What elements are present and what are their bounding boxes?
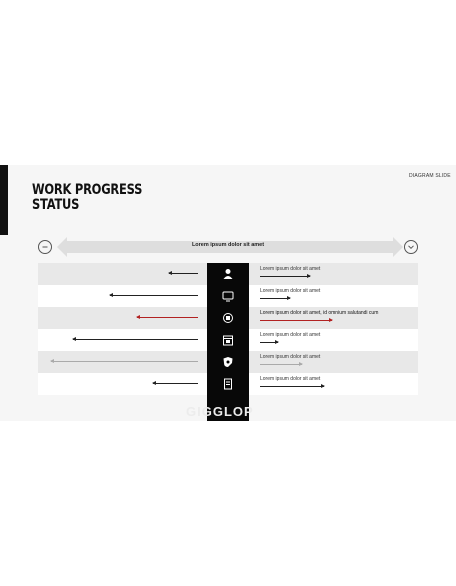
row-2-text: Lorem ipsum dolor sit amet [260, 288, 321, 294]
row-6-text: Lorem ipsum dolor sit amet [260, 376, 321, 382]
expand-button[interactable] [404, 240, 418, 254]
row-2-right-progress-arrow [260, 296, 291, 300]
minus-circle-icon [42, 246, 48, 248]
chevron-down-circle-icon [408, 245, 414, 250]
slide-label: DIAGRAM SLIDE [409, 173, 451, 179]
banner-text: Lorem ipsum dolor sit amet [191, 242, 265, 248]
calendar-icon [223, 335, 233, 346]
row-3-text: Lorem ipsum dolor sit amet, id omnium sa… [260, 310, 379, 316]
row-2-left-progress-arrow [109, 293, 198, 297]
row-5-right-progress-arrow [260, 362, 303, 366]
document-icon [224, 378, 232, 390]
row-4-right-progress-arrow [260, 340, 279, 344]
shield-icon [223, 357, 233, 367]
row-3-right-progress-arrow [260, 318, 333, 322]
side-tab [0, 165, 8, 235]
collapse-button[interactable] [38, 240, 52, 254]
watermark: GIGGLOP [186, 404, 254, 419]
banner-arrow [57, 237, 403, 257]
row-1-left-progress-arrow [168, 271, 198, 275]
row-6-left-progress-arrow [152, 381, 198, 385]
row-5-left-progress-arrow [50, 359, 198, 363]
row-5-text: Lorem ipsum dolor sit amet [260, 354, 321, 360]
monitor-icon [222, 291, 234, 302]
worker-icon [223, 269, 233, 279]
target-icon [223, 313, 233, 323]
row-3-left-progress-arrow [136, 315, 198, 319]
row-1-text: Lorem ipsum dolor sit amet [260, 266, 321, 272]
row-6-right-progress-arrow [260, 384, 325, 388]
page-title: WORK PROGRESS STATUS [32, 182, 143, 213]
row-4-text: Lorem ipsum dolor sit amet [260, 332, 321, 338]
row-1-right-progress-arrow [260, 274, 311, 278]
row-4-left-progress-arrow [72, 337, 198, 341]
